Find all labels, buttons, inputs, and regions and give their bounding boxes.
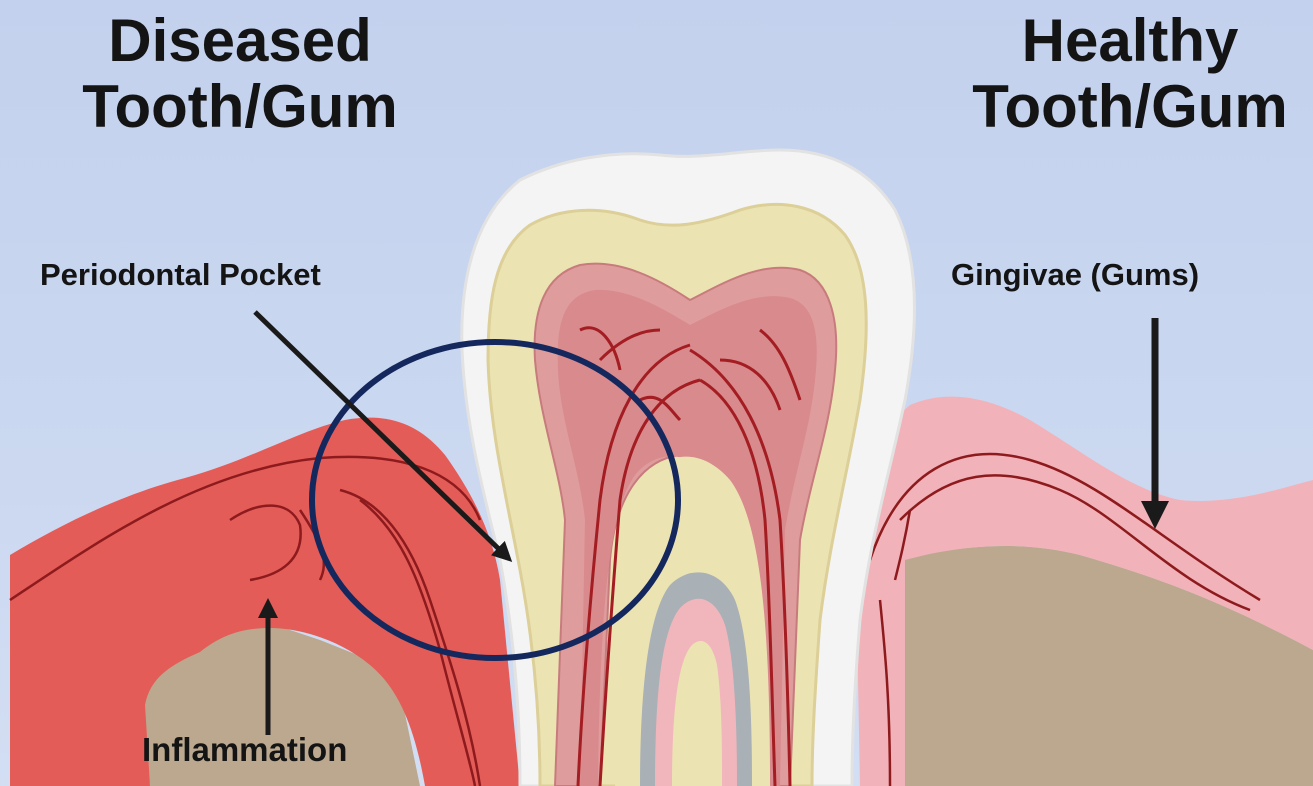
diseased-title-line1: Diseased [20,8,460,74]
healthy-title-line2: Tooth/Gum [930,74,1313,140]
healthy-title: Healthy Tooth/Gum [930,8,1313,140]
diseased-title-line2: Tooth/Gum [20,74,460,140]
gingivae-label: Gingivae (Gums) [951,257,1199,293]
periodontal-pocket-label: Periodontal Pocket [40,257,321,293]
inflammation-label: Inflammation [142,731,347,769]
healthy-title-line1: Healthy [930,8,1313,74]
diseased-title: Diseased Tooth/Gum [20,8,460,140]
